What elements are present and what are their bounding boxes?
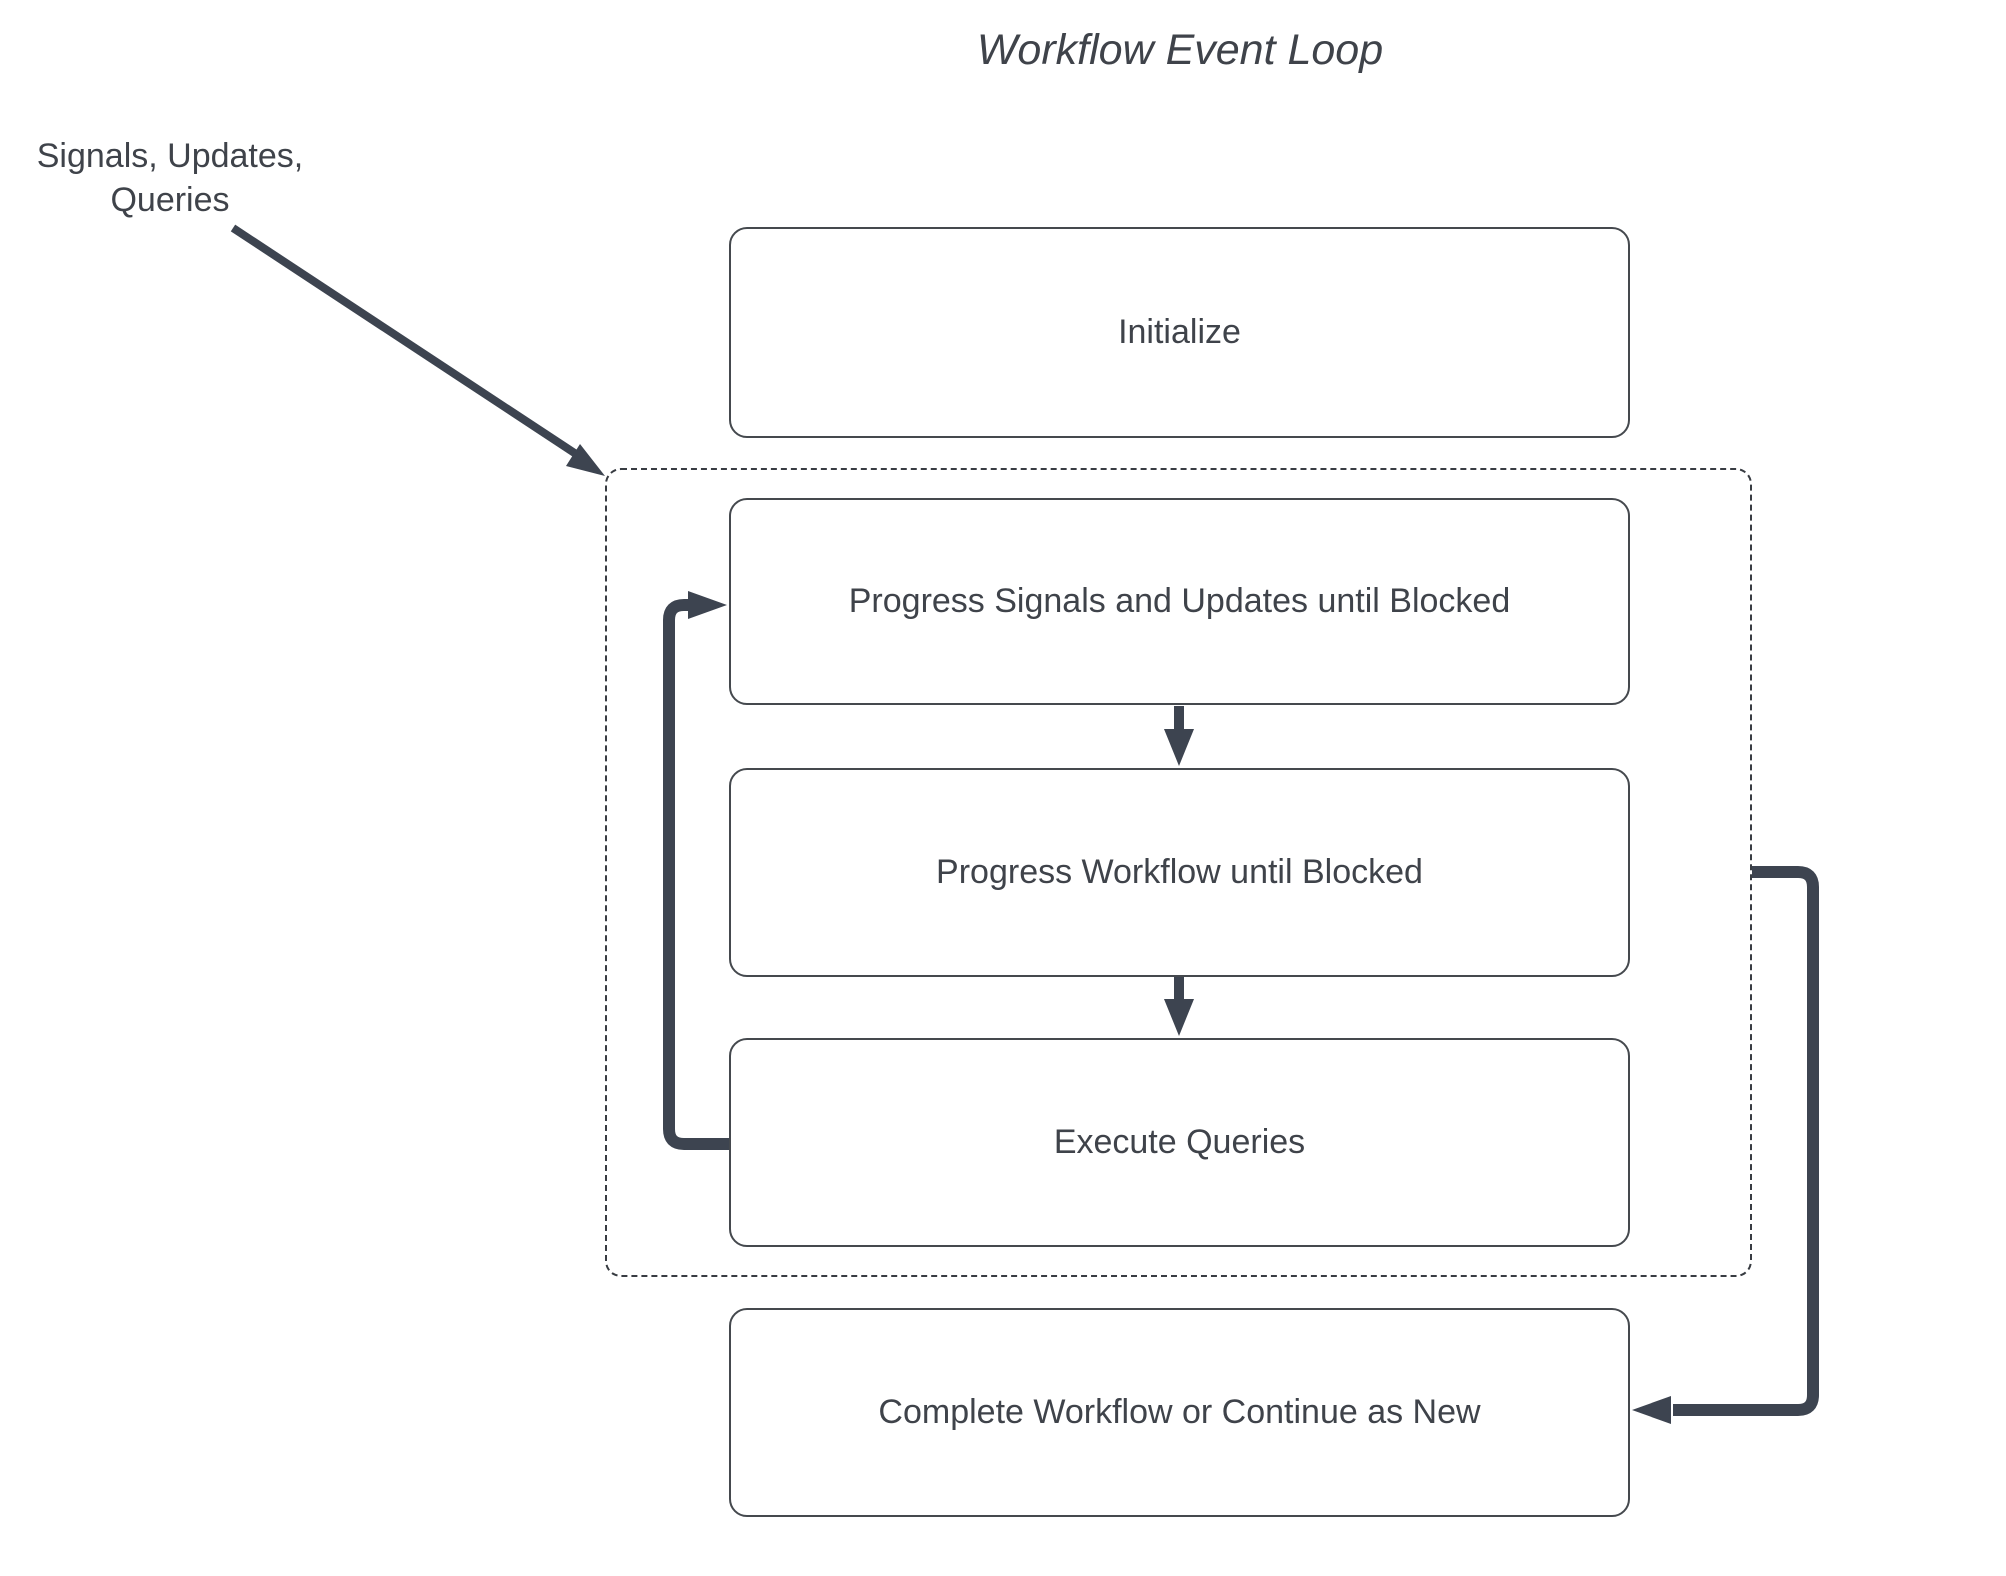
node-initialize: Initialize xyxy=(729,227,1630,438)
node-progress-signals: Progress Signals and Updates until Block… xyxy=(729,498,1630,705)
signals-input-arrowhead-icon xyxy=(566,444,605,476)
external-inputs-label: Signals, Updates, Queries xyxy=(20,134,320,222)
node-execute-queries-label: Execute Queries xyxy=(1053,1123,1306,1161)
diagram-title: Workflow Event Loop xyxy=(976,26,1384,74)
node-progress-workflow: Progress Workflow until Blocked xyxy=(729,768,1630,977)
signals-input-arrow xyxy=(230,224,605,476)
node-execute-queries: Execute Queries xyxy=(729,1038,1630,1247)
node-complete-workflow-label: Complete Workflow or Continue as New xyxy=(878,1393,1481,1431)
node-progress-signals-label: Progress Signals and Updates until Block… xyxy=(848,582,1511,620)
node-complete-workflow: Complete Workflow or Continue as New xyxy=(729,1308,1630,1517)
external-inputs-label-line1: Signals, Updates, xyxy=(36,137,304,175)
node-progress-workflow-label: Progress Workflow until Blocked xyxy=(936,853,1423,891)
to-complete-arrowhead-icon xyxy=(1632,1396,1671,1424)
external-inputs-label-line2: Queries xyxy=(110,181,230,219)
node-initialize-label: Initialize xyxy=(1118,313,1241,351)
